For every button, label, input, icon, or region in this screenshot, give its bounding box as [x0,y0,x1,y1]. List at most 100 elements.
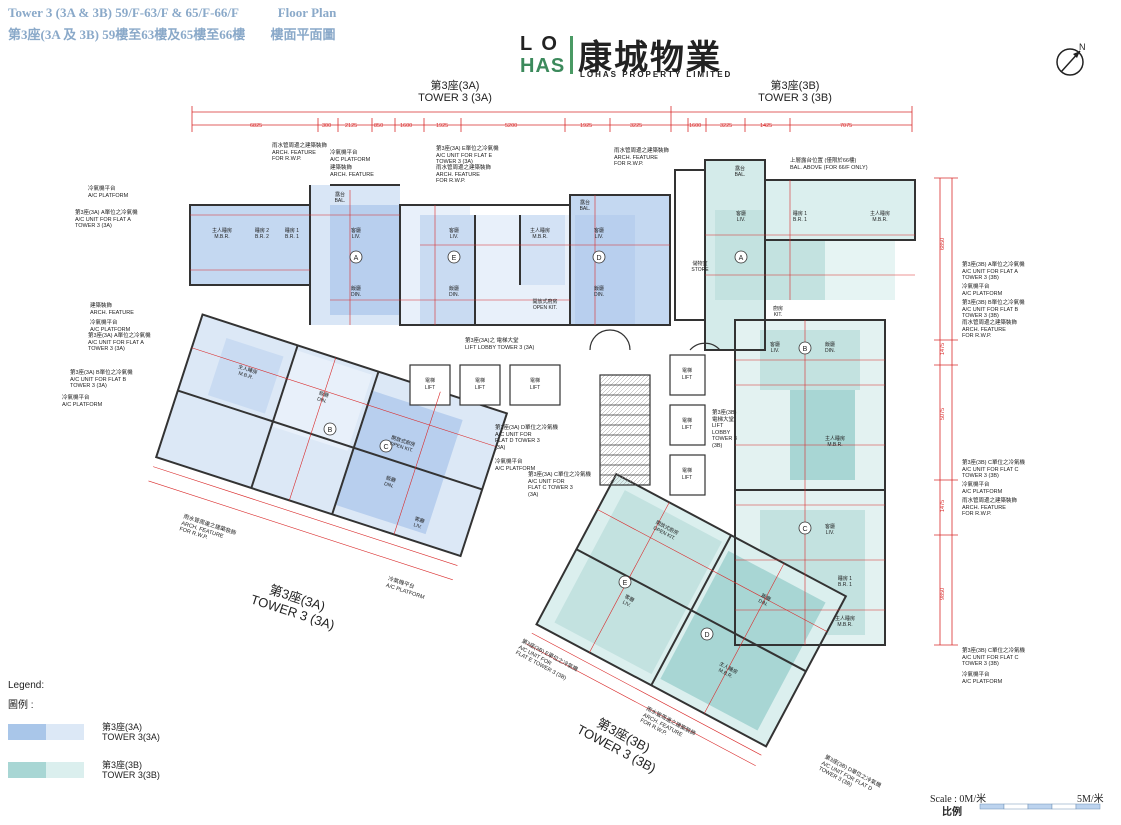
svg-text:5200: 5200 [505,123,517,129]
room-label: DIN. [757,598,769,608]
svg-text:1925: 1925 [580,123,592,129]
room-label: LIV. [413,522,423,530]
note-ac-platform-right: 冷氣機平台 A/C PLATFORM [962,284,1003,297]
room-label: LIV. [595,234,603,240]
north-arrow-icon: N [1055,42,1087,78]
room-label: DIN. [351,292,361,298]
lift-label-cn: 電梯 [475,377,485,384]
room-label: DIN. [316,396,327,405]
flat-letter: A [354,255,359,262]
header-floor-plan-en: Floor Plan [277,5,337,20]
room-label: 睡房 1 [838,575,852,582]
svg-text:7075: 7075 [840,123,852,129]
flat-marker-a-3a [349,250,363,264]
room-label: B.R. 1 [793,217,807,223]
flat-marker-e-3b [618,575,632,589]
logo-name-cn: 康城物業 [578,38,722,78]
note-ac-unit-flat-d-3a: 第3座(3A) D單位之冷氣機 A/C UNIT FOR FLAT D TOWE… [495,425,558,451]
room-label: KIT. [774,312,783,318]
note-arch-feature-rwp-right: 雨水管周邊之建築裝飾 ARCH. FEATURE FOR R.W.P. [962,320,1018,339]
room-label: 飯廳 [825,341,835,348]
note-arch-feature-rwp-top: 雨水管周邊之建築裝飾 ARCH. FEATURE FOR R.W.P. [272,143,328,162]
lift-label-en: LIFT [682,425,692,431]
svg-text:6850: 6850 [940,238,946,250]
logo-name-en: LOHAS PROPERTY LIMITED [580,70,733,79]
room-label: BAL. [335,198,346,204]
note-ac-platform-right-3: 冷氣機平台 A/C PLATFORM [962,672,1003,685]
svg-text:300: 300 [322,123,331,129]
flat-letter: D [704,632,709,639]
lift-label-en: LIFT [475,385,485,391]
legend-label-3b-en: TOWER 3(3B) [102,770,160,780]
svg-text:1925: 1925 [436,123,448,129]
header-line2: 第3座(3A 及 3B) 59樓至63樓及65樓至66樓 樓面平面圖 [8,24,336,43]
room-label: 主人睡房 [835,615,855,622]
note-ac-platform-top: 冷氣機平台 A/C PLATFORM [330,150,371,163]
scale-label-cn: 比例 [942,807,962,818]
room-label: DIN. [449,292,459,298]
lift-label-cn: 電梯 [682,367,692,374]
svg-text:6825: 6825 [250,123,262,129]
note-ac-platform-left-3: 冷氣機平台 A/C PLATFORM [62,395,103,408]
room-label: M.B.R. [214,234,229,240]
room-label: STORE [691,267,709,273]
tower-label-top-3b: 第3座(3B) TOWER 3 (3B) [735,80,855,104]
note-ac-unit-flat-a-3a-2: 第3座(3A) A單位之冷氣機 A/C UNIT FOR FLAT A TOWE… [88,333,151,352]
room-label: M.B.R. [837,622,852,628]
note-ac-platform-right-2: 冷氣機平台 A/C PLATFORM [962,482,1003,495]
tower-3a-upper-block [190,185,670,325]
note-ac-unit-flat-b-3b: 第3座(3B) B單位之冷氣機 A/C UNIT FOR FLAT B TOWE… [962,300,1025,319]
flat-letter: B [803,346,808,353]
room-label: M.B.R. [872,217,887,223]
note-arch-feature-rwp-d: 雨水管周邊之建築裝飾 ARCH. FEATURE FOR R.W.P. [614,148,670,167]
room-label: 睡房 2 [255,227,269,234]
room-label: 主人睡房 [530,227,550,234]
room-label: 客廳 [623,593,635,604]
room-label: DIN. [594,292,604,298]
note-ac-unit-flat-a-3b: 第3座(3B) A單位之冷氣機 A/C UNIT FOR FLAT A TOWE… [962,262,1025,281]
tower-3a-lower-wing [156,314,507,557]
flat-letter: A [739,255,744,262]
svg-text:2125: 2125 [345,123,357,129]
note-bal-above: 上層露台位置 (僅限於66樓) BAL. ABOVE (FOR 66/F ONL… [790,158,868,171]
room-label: LIV. [621,600,631,609]
lift-label-en: LIFT [682,375,692,381]
note-ac-platform-left-2: 冷氣機平台 A/C PLATFORM [90,320,131,333]
lift-label-en: LIFT [530,385,540,391]
room-label: 開放式廚房 [532,298,557,305]
header-line1: Tower 3 (3A & 3B) 59/F-63/F & 65/F-66/F … [8,5,336,21]
flat-letter: B [328,427,333,434]
room-label: LIV. [352,234,360,240]
header-floor-plan-cn: 樓面平面圖 [270,27,336,42]
flat-marker-b-3a [323,422,337,436]
room-label: B.R. 1 [285,234,299,240]
room-label: 廚房 [773,305,783,312]
legend-swatch-3a-light [46,724,84,740]
room-label: 客廳 [449,227,459,234]
note-ac-unit-flat-b-3a: 第3座(3A) B單位之冷氣機 A/C UNIT FOR FLAT B TOWE… [70,370,133,389]
room-label: B.R. 1 [838,582,852,588]
lift-label-cn: 電梯 [682,467,692,474]
tower-label-top-3a: 第3座(3A) TOWER 3 (3A) [395,80,515,104]
room-label: 露台 [735,165,745,172]
note-ac-platform-left: 冷氣機平台 A/C PLATFORM [88,186,129,199]
top-dimension-line [191,106,913,132]
room-label: 露台 [335,191,345,198]
lift-label-en: LIFT [425,385,435,391]
lift-label-cn: 電梯 [682,417,692,424]
room-label: 飯廳 [594,285,604,292]
note-ac-unit-flat-c-3b-b: 第3座(3B) C單位之冷氣機 A/C UNIT FOR FLAT C TOWE… [962,648,1025,667]
note-ac-unit-flat-c-3a: 第3座(3A) C單位之冷氣機 A/C UNIT FOR FLAT C TOWE… [528,472,591,498]
tower-label-top-3b-en: TOWER 3 (3B) [758,92,832,104]
room-label: LIV. [737,217,745,223]
legend-label-3b-cn: 第3座(3B) [102,760,143,770]
room-label: M.B.R. [238,371,254,381]
room-label: 客廳 [414,515,426,525]
legend-label-3a-en: TOWER 3(3A) [102,732,160,742]
logo-mark-top: L O [520,33,559,55]
note-arch-feature-top: 建築裝飾 ARCH. FEATURE [330,165,374,178]
room-label: LIV. [450,234,458,240]
tower-label-top-3a-cn: 第3座(3A) [430,80,480,92]
room-label: 飯廳 [318,389,330,399]
note-lift-lobby-3b: 第3座(3B) 電梯大堂 LIFT LOBBY TOWER 3 (3B) [712,410,737,449]
